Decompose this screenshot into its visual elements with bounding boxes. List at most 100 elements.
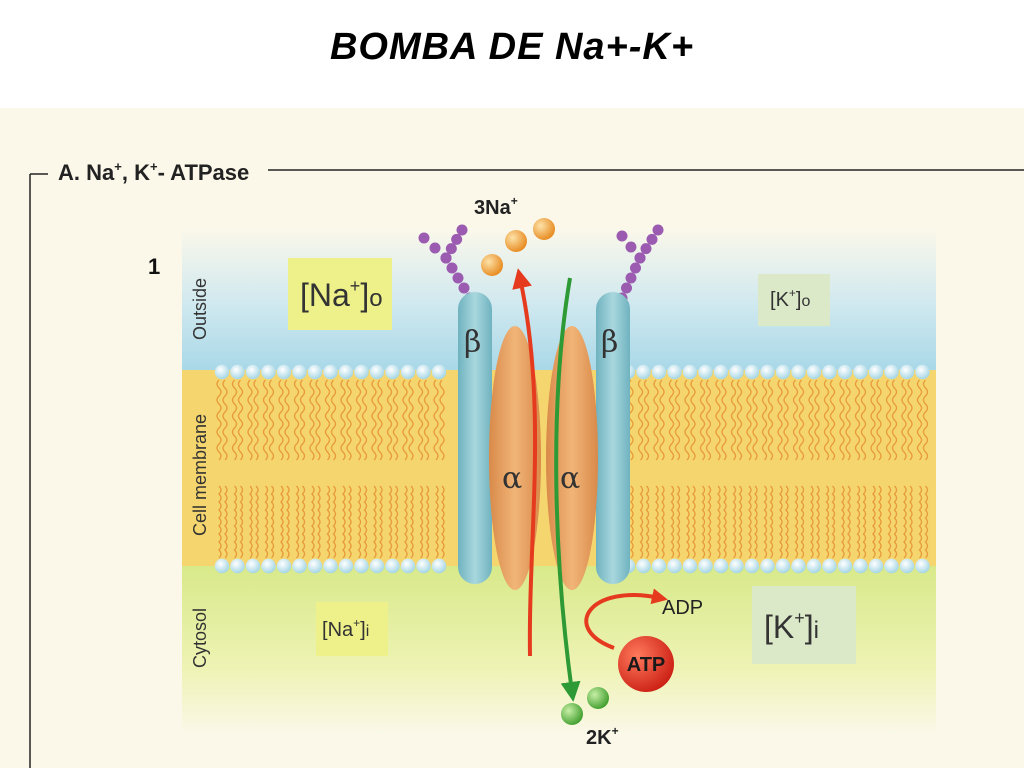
lipid-head bbox=[338, 558, 354, 574]
lipid-head bbox=[729, 364, 744, 380]
lipid-head bbox=[323, 558, 338, 574]
sodium-ions bbox=[481, 218, 555, 276]
lipid-head bbox=[261, 364, 276, 380]
potassium-count-label: 2K+ bbox=[586, 724, 619, 749]
lipid-head bbox=[431, 364, 447, 380]
lipid-head bbox=[354, 364, 369, 380]
lipid-head bbox=[853, 364, 868, 380]
atp-molecule bbox=[618, 636, 674, 692]
lipid-head bbox=[713, 364, 729, 380]
lipid-head bbox=[385, 364, 400, 380]
lipid-head bbox=[822, 364, 837, 380]
lipid-head bbox=[899, 364, 915, 380]
glycan-unit bbox=[446, 262, 458, 274]
lipid-head bbox=[822, 558, 837, 574]
lipid-head bbox=[791, 364, 806, 380]
sodium-ion bbox=[533, 218, 555, 240]
glycan-unit bbox=[418, 232, 430, 244]
lipid-head bbox=[806, 364, 822, 380]
sodium-ion bbox=[505, 230, 527, 252]
lipid-head bbox=[369, 364, 385, 380]
lipid-head bbox=[713, 558, 729, 574]
k-inside-box: [K+]i bbox=[752, 586, 856, 664]
lipid-head bbox=[276, 558, 292, 574]
lipid-head bbox=[416, 364, 431, 380]
cytosol-label: Cytosol bbox=[190, 608, 210, 668]
lipid-head bbox=[354, 558, 369, 574]
na-outside-box: [Na+]o bbox=[288, 258, 392, 330]
lipid-head bbox=[636, 558, 651, 574]
lipid-head bbox=[416, 558, 431, 574]
glycan-unit bbox=[458, 282, 470, 294]
lipid-head bbox=[230, 558, 245, 574]
lipid-tails bbox=[216, 379, 929, 559]
lipid-head bbox=[775, 364, 791, 380]
atp-label: ATP bbox=[627, 654, 666, 676]
potassium-ion bbox=[561, 703, 583, 725]
lipid-head bbox=[245, 364, 261, 380]
svg-text:[Na+]i: [Na+]i bbox=[322, 616, 369, 641]
glycan-unit bbox=[625, 241, 637, 253]
beta-subunit-left bbox=[458, 292, 492, 584]
sodium-ion bbox=[481, 254, 503, 276]
beta-label-right: β bbox=[601, 325, 618, 360]
lipid-head bbox=[400, 558, 416, 574]
lipid-head bbox=[651, 364, 667, 380]
lipid-head bbox=[292, 364, 307, 380]
lipid-head bbox=[868, 558, 884, 574]
adp-label: ADP bbox=[662, 597, 703, 619]
lipid-head bbox=[837, 364, 853, 380]
potassium-ions bbox=[561, 687, 609, 725]
lipid-head bbox=[915, 558, 930, 574]
glycan-unit bbox=[451, 233, 463, 245]
na-k-pump-diagram: A. Na+, K+- ATPase 1 Outside Cell membra… bbox=[29, 159, 1024, 768]
lipid-head bbox=[837, 558, 853, 574]
lipid-head bbox=[853, 558, 868, 574]
page-title: BOMBA DE Na+-K+ bbox=[329, 26, 695, 68]
lipid-head bbox=[884, 558, 899, 574]
glycan-unit bbox=[625, 272, 637, 284]
sodium-efflux-arrow bbox=[512, 268, 538, 657]
na-inside-box: [Na+]i bbox=[316, 602, 388, 656]
glycan-unit bbox=[640, 243, 652, 255]
glycan-unit bbox=[456, 224, 468, 236]
lipid-head bbox=[682, 558, 698, 574]
alpha-label-right: α bbox=[560, 461, 580, 496]
lipid-head bbox=[385, 558, 400, 574]
potassium-influx-arrow bbox=[554, 277, 581, 702]
glycan-unit bbox=[440, 252, 452, 264]
lipid-head bbox=[698, 364, 713, 380]
glycan-unit bbox=[621, 282, 632, 294]
lipid-head bbox=[899, 558, 915, 574]
glycan-unit bbox=[646, 233, 658, 245]
lipid-head bbox=[868, 364, 884, 380]
lipid-head bbox=[775, 558, 791, 574]
glycan-unit bbox=[630, 262, 641, 274]
lipid-head bbox=[214, 364, 230, 380]
membrane-label: Cell membrane bbox=[190, 414, 210, 536]
lipid-head bbox=[431, 558, 447, 574]
lipid-head bbox=[744, 364, 760, 380]
glycan-unit bbox=[452, 272, 464, 284]
panel-number: 1 bbox=[148, 254, 160, 279]
glycan-unit bbox=[616, 230, 628, 242]
lipid-head bbox=[729, 558, 744, 574]
lipid-head bbox=[338, 364, 354, 380]
glycan-unit bbox=[445, 243, 457, 255]
lipid-head bbox=[307, 558, 323, 574]
glycan-unit bbox=[652, 224, 664, 236]
lipid-head bbox=[230, 364, 245, 380]
potassium-ion bbox=[587, 687, 609, 709]
lipid-head bbox=[744, 558, 760, 574]
outside-label: Outside bbox=[190, 278, 210, 340]
sodium-count-label: 3Na+ bbox=[474, 194, 518, 219]
alpha-subunit-right bbox=[546, 326, 598, 590]
lipid-head bbox=[760, 364, 775, 380]
lipid-head bbox=[323, 364, 338, 380]
lipid-head bbox=[884, 364, 899, 380]
beta-label-left: β bbox=[464, 325, 481, 360]
alpha-label-left: α bbox=[502, 461, 522, 496]
lipid-head bbox=[651, 558, 667, 574]
section-heading: A. Na+, K+- ATPase bbox=[58, 159, 249, 185]
glycan-unit bbox=[429, 242, 441, 254]
